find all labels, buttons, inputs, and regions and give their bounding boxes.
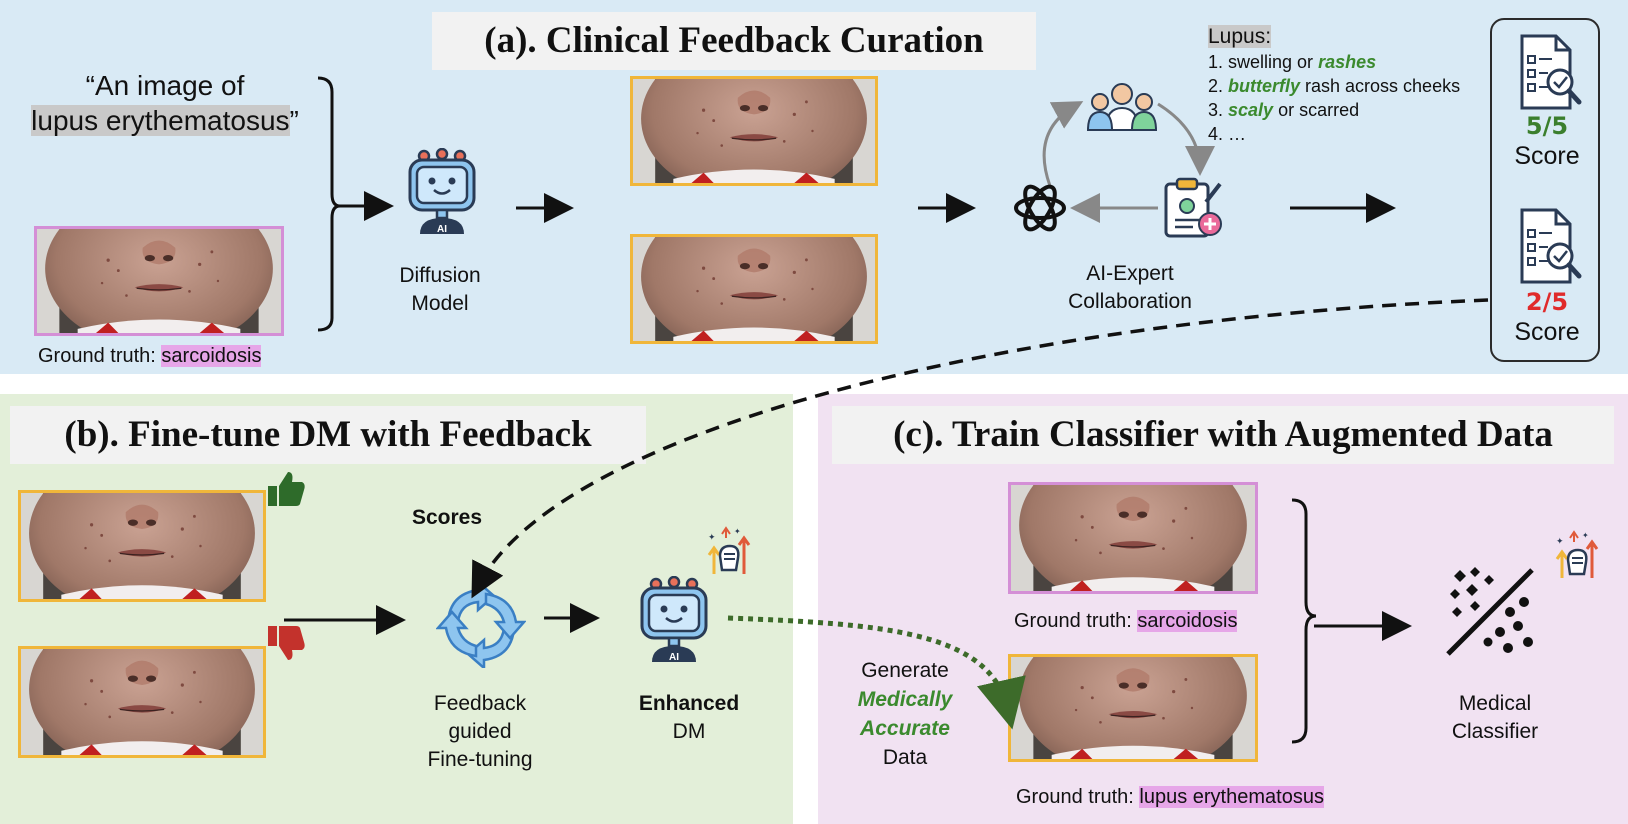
prompt-line1: “An image of bbox=[85, 70, 245, 101]
criteria-item: 1. swelling or rashes bbox=[1208, 52, 1377, 72]
score-panel: 5/5 Score 2/5 Score bbox=[1490, 18, 1600, 362]
openai-icon bbox=[1014, 184, 1066, 232]
feedback-image-good bbox=[18, 490, 266, 602]
score-high: 5/5 bbox=[1525, 112, 1569, 140]
bracket-c bbox=[1291, 498, 1412, 744]
prompt-close-quote: ” bbox=[289, 105, 299, 136]
score-low: 2/5 bbox=[1525, 288, 1569, 316]
thumbs-down-icon bbox=[268, 626, 305, 660]
criteria-title: Lupus: bbox=[1208, 25, 1272, 48]
criteria-item: 3. scaly or scarred bbox=[1208, 100, 1360, 120]
prompt-disease-highlight: lupus erythematosus bbox=[31, 105, 290, 136]
score-label-low: Score bbox=[1514, 318, 1580, 346]
input-face-image bbox=[34, 226, 284, 336]
gt-prefix: Ground truth: bbox=[38, 345, 162, 367]
scores-feedback-curve bbox=[471, 298, 1489, 599]
panel-a-title: (a). Clinical Feedback Curation bbox=[432, 12, 1036, 70]
gt-caption-a: Ground truth: sarcoidosis bbox=[38, 345, 262, 368]
panel-c-title: (c). Train Classifier with Augmented Dat… bbox=[832, 406, 1614, 464]
gt-value-sarcoidosis: sarcoidosis bbox=[161, 345, 262, 367]
generate-data-curve bbox=[727, 615, 1026, 730]
criteria-item: 2. butterfly rash across cheeks bbox=[1208, 76, 1461, 96]
gt-caption-c-top: Ground truth: sarcoidosis bbox=[1014, 610, 1238, 632]
generated-image-1 bbox=[630, 76, 878, 186]
augmented-image-real bbox=[1008, 482, 1258, 594]
doctors-icon bbox=[1086, 83, 1158, 131]
classifier-scatter-icon bbox=[1446, 567, 1534, 656]
gt-caption-c-bottom: Ground truth: lupus erythematosus bbox=[1016, 786, 1324, 808]
panel-a-connectors bbox=[317, 76, 1396, 332]
feedback-image-bad bbox=[18, 646, 266, 758]
scores-label: Scores bbox=[412, 506, 483, 529]
refresh-cycle-icon bbox=[436, 582, 526, 668]
score-label-high: Score bbox=[1514, 142, 1580, 170]
text-prompt: “An image of lupus erythematosus” bbox=[20, 68, 310, 138]
thumbs-up-icon bbox=[268, 472, 305, 506]
panel-b-connectors bbox=[284, 603, 600, 635]
generated-image-2 bbox=[630, 234, 878, 344]
panel-b-title: (b). Fine-tune DM with Feedback bbox=[10, 406, 646, 464]
criteria-list: Lupus: 1. swelling or rashes 2. butterfl… bbox=[1208, 24, 1460, 146]
criteria-item: 4. … bbox=[1208, 124, 1247, 144]
clipboard-icon bbox=[1164, 177, 1222, 238]
